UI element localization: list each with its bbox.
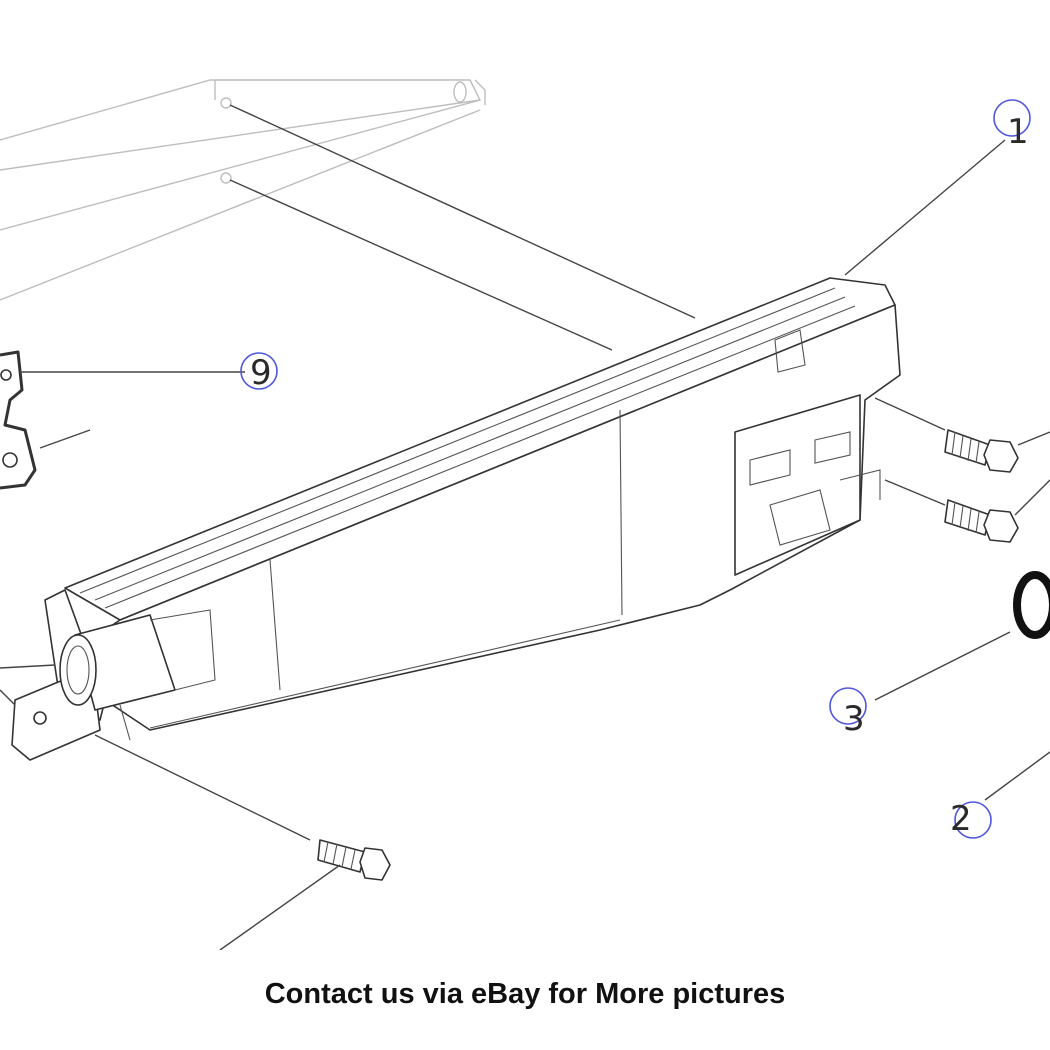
leader-line-lower-mount <box>229 179 613 351</box>
caption-text: Contact us via eBay for More pictures <box>264 978 786 1010</box>
callout-2: 2 <box>950 799 992 839</box>
callout-1: 1 <box>993 99 1031 152</box>
screw-upper-right <box>874 397 1050 473</box>
leader-line-left-lower <box>0 689 16 706</box>
screw-bottom <box>94 734 391 950</box>
callout-9: 9 <box>240 352 278 393</box>
leader-line-part-1 <box>844 139 1006 276</box>
exploded-parts-diagram: 1 9 3 2 <box>0 79 1050 950</box>
bracket-part-9 <box>0 350 37 490</box>
leader-line-part-9-lower <box>39 429 91 449</box>
leader-line-upper-mount <box>229 104 696 319</box>
leader-line-part-2 <box>984 751 1050 801</box>
callout-number-1: 1 <box>1007 112 1029 152</box>
leader-line-part-3 <box>874 631 1011 701</box>
callout-3: 3 <box>829 687 867 739</box>
callout-number-2: 2 <box>950 799 972 839</box>
o-ring-part-3 <box>1013 571 1050 639</box>
screw-lower-right <box>884 479 1050 543</box>
main-housing-part <box>11 277 901 761</box>
ghost-background-assembly <box>0 79 486 301</box>
leader-line-left-upper <box>0 664 56 669</box>
callout-number-9: 9 <box>250 353 272 393</box>
callout-number-3: 3 <box>843 699 865 739</box>
